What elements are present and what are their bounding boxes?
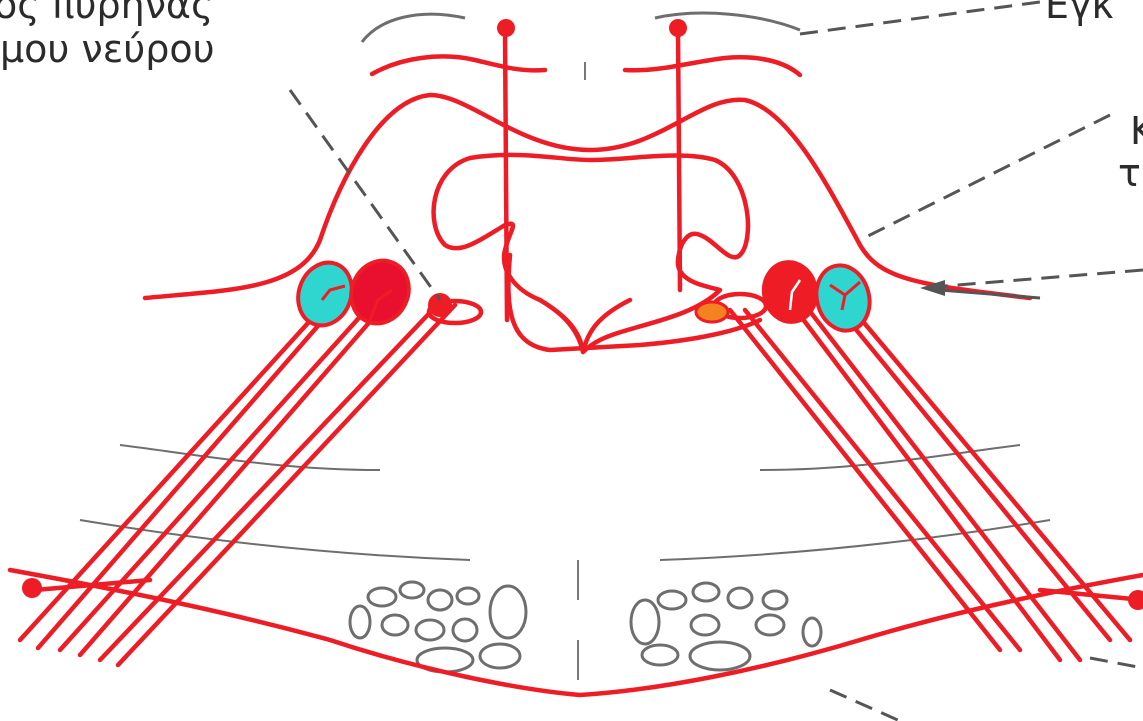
leader-right-2 xyxy=(920,270,1143,288)
fiber-bundle xyxy=(631,600,659,644)
outline-contours xyxy=(80,13,1050,560)
fiber-bundles xyxy=(350,582,821,672)
leader-right-1 xyxy=(860,115,1110,240)
fiber-bundle xyxy=(457,588,479,604)
ventricle-floor-left xyxy=(372,56,545,74)
fiber-bundle xyxy=(416,620,444,640)
terminal-dot xyxy=(669,19,687,37)
ventricle-floor-right xyxy=(625,57,800,75)
left-nuclei xyxy=(290,251,452,333)
label-right-1: Κι xyxy=(1130,112,1143,150)
fiber-bundle xyxy=(428,590,452,610)
fiber-bundle xyxy=(350,606,370,638)
tract-right-6 xyxy=(855,312,1130,640)
leader-top-right xyxy=(800,2,1040,34)
leader-lines xyxy=(290,2,1143,721)
fiber-bundle xyxy=(728,588,752,608)
fiber-bundle xyxy=(693,583,719,601)
fiber-bundle xyxy=(803,618,821,646)
label-top-left-line2: μου νεύρου xyxy=(0,30,215,68)
inner-loop xyxy=(434,155,748,352)
fiber-bundle xyxy=(400,582,424,598)
tract-left-4 xyxy=(80,302,387,655)
fiber-bundle xyxy=(368,588,396,606)
leader-bottom-right-1 xyxy=(1090,658,1143,668)
tract-right-4 xyxy=(805,305,1080,660)
nucleus-red-left xyxy=(341,251,419,333)
label-top-right: Εγκ xyxy=(1045,0,1114,24)
leader-bottom-right-2 xyxy=(830,690,900,721)
fiber-bundle xyxy=(453,619,477,641)
fiber-bundle xyxy=(642,645,678,665)
top-left-surface-curve xyxy=(362,14,465,42)
descending-fiber-left xyxy=(505,30,507,320)
tract-right-1 xyxy=(730,310,1000,650)
terminal-dot xyxy=(1128,590,1143,610)
fiber-bundle xyxy=(691,615,719,635)
terminal-dot xyxy=(497,19,515,37)
red-structures xyxy=(10,30,1143,695)
descending-fiber-right xyxy=(678,30,680,290)
label-right-2: το xyxy=(1118,154,1143,192)
nucleus-red-dot-left xyxy=(428,293,452,317)
nucleus-orange-right xyxy=(696,302,728,322)
terminal-dot xyxy=(22,578,42,598)
fiber-bundle xyxy=(763,591,787,609)
mid-left-contour-2 xyxy=(80,520,470,560)
tract-right-3 xyxy=(790,302,1060,660)
tegmentum-outline xyxy=(145,95,1030,298)
midline xyxy=(578,62,585,680)
label-top-left-line1: ος πυρήνας xyxy=(0,0,213,24)
fiber-bundle xyxy=(490,586,526,638)
fiber-bundle xyxy=(480,644,520,668)
fiber-bundle xyxy=(756,615,784,635)
mid-right-contour-2 xyxy=(660,520,1050,560)
fiber-bundle xyxy=(382,615,408,635)
tract-left-3 xyxy=(60,300,375,650)
fiber-bundle xyxy=(690,642,750,670)
mid-right-contour xyxy=(760,445,1020,470)
fiber-bundle xyxy=(658,591,686,609)
